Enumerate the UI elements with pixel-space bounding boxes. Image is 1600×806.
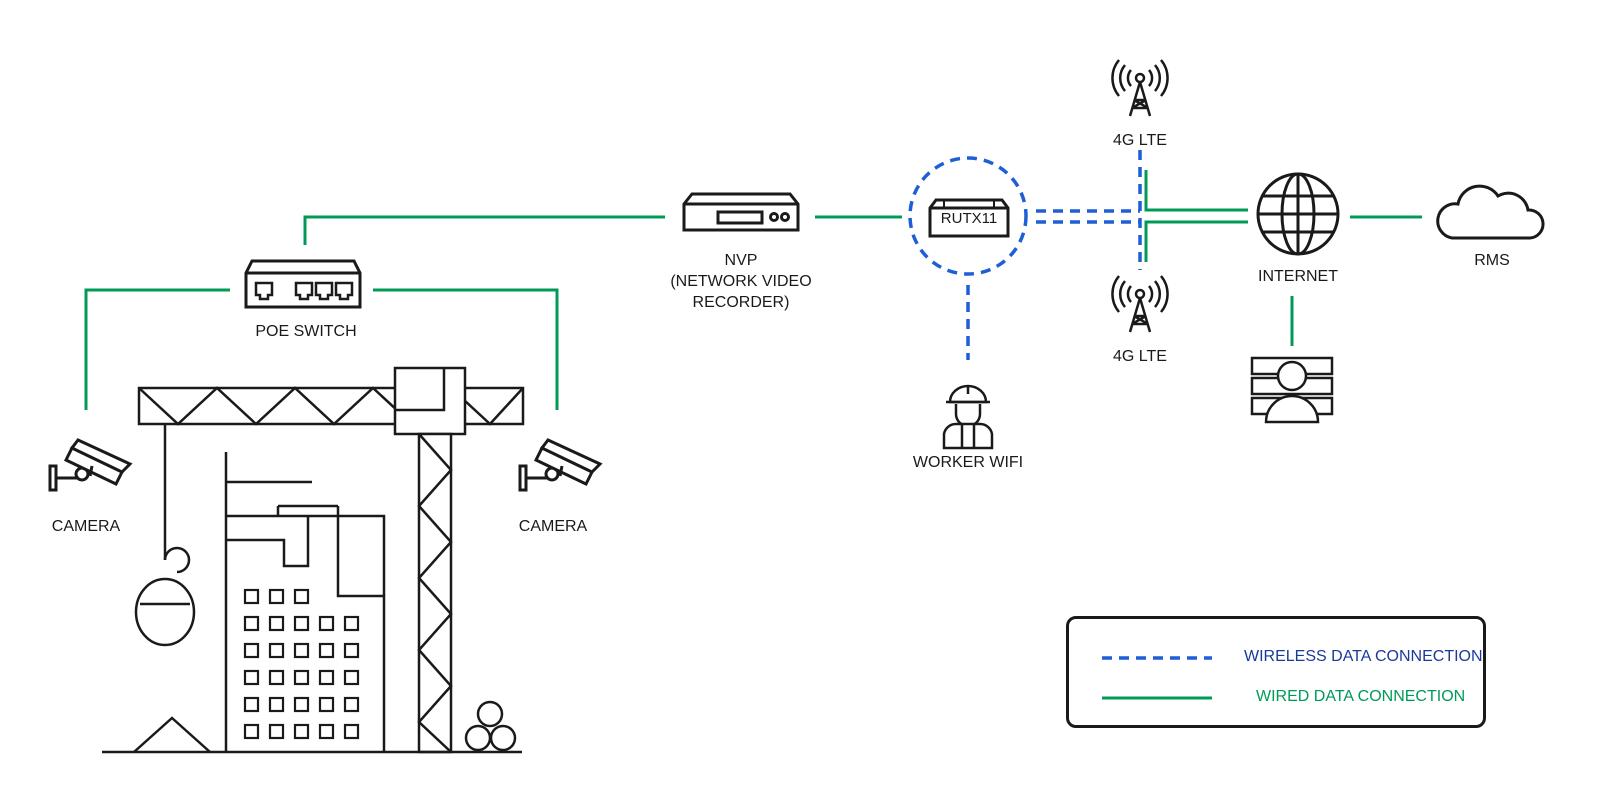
cell-tower-icon-bottom — [1111, 275, 1169, 333]
legend-wired-label: WIRED DATA CONNECTION — [1256, 688, 1466, 705]
lte-top-label: 4G LTE — [1113, 132, 1167, 149]
worker-wifi-label: WORKER WIFI — [912, 454, 1024, 471]
internet-label: INTERNET — [1258, 268, 1338, 285]
wired-connections — [84, 170, 1422, 410]
router-wifi-zone — [908, 156, 1028, 276]
legend — [1066, 616, 1486, 728]
wire-camera-right-to-switch — [373, 288, 559, 410]
security-camera-icon-left — [48, 438, 133, 492]
security-camera-icon-right — [518, 438, 603, 492]
router-label: RUTX11 — [940, 210, 998, 227]
cell-tower-icon-top — [1111, 59, 1169, 117]
nvr-label-line1: NVP — [724, 252, 758, 269]
ground-props-icon — [102, 700, 522, 754]
nvr-label: NVP (NETWORK VIDEO RECORDER) — [651, 250, 831, 313]
tower-crane-icon — [134, 366, 525, 754]
globe-icon — [1256, 172, 1340, 256]
worker-icon — [942, 384, 994, 450]
admin-user-icon — [1250, 356, 1334, 424]
wire-lte-top-to-internet — [1144, 170, 1248, 212]
nvr-icon — [682, 192, 800, 232]
nvr-label-line3: RECORDER) — [692, 294, 790, 311]
wire-lte-bottom-to-internet — [1144, 220, 1248, 262]
building-icon — [224, 452, 386, 752]
wire-camera-left-to-switch — [84, 288, 230, 410]
camera-right-label: CAMERA — [518, 518, 588, 535]
poe-switch-icon — [244, 259, 362, 309]
router-icon — [928, 198, 1010, 238]
rms-label: RMS — [1474, 252, 1510, 269]
cloud-icon — [1436, 184, 1545, 240]
wire-switch-to-nvr — [303, 215, 665, 245]
legend-wireless-label: WIRELESS DATA CONNECTION — [1244, 648, 1483, 665]
nvr-label-line2: (NETWORK VIDEO — [670, 273, 812, 290]
camera-left-label: CAMERA — [51, 518, 121, 535]
wireless-connections — [908, 150, 1142, 360]
lte-bottom-label: 4G LTE — [1113, 348, 1167, 365]
poe-switch-label: POE SWITCH — [255, 323, 357, 340]
